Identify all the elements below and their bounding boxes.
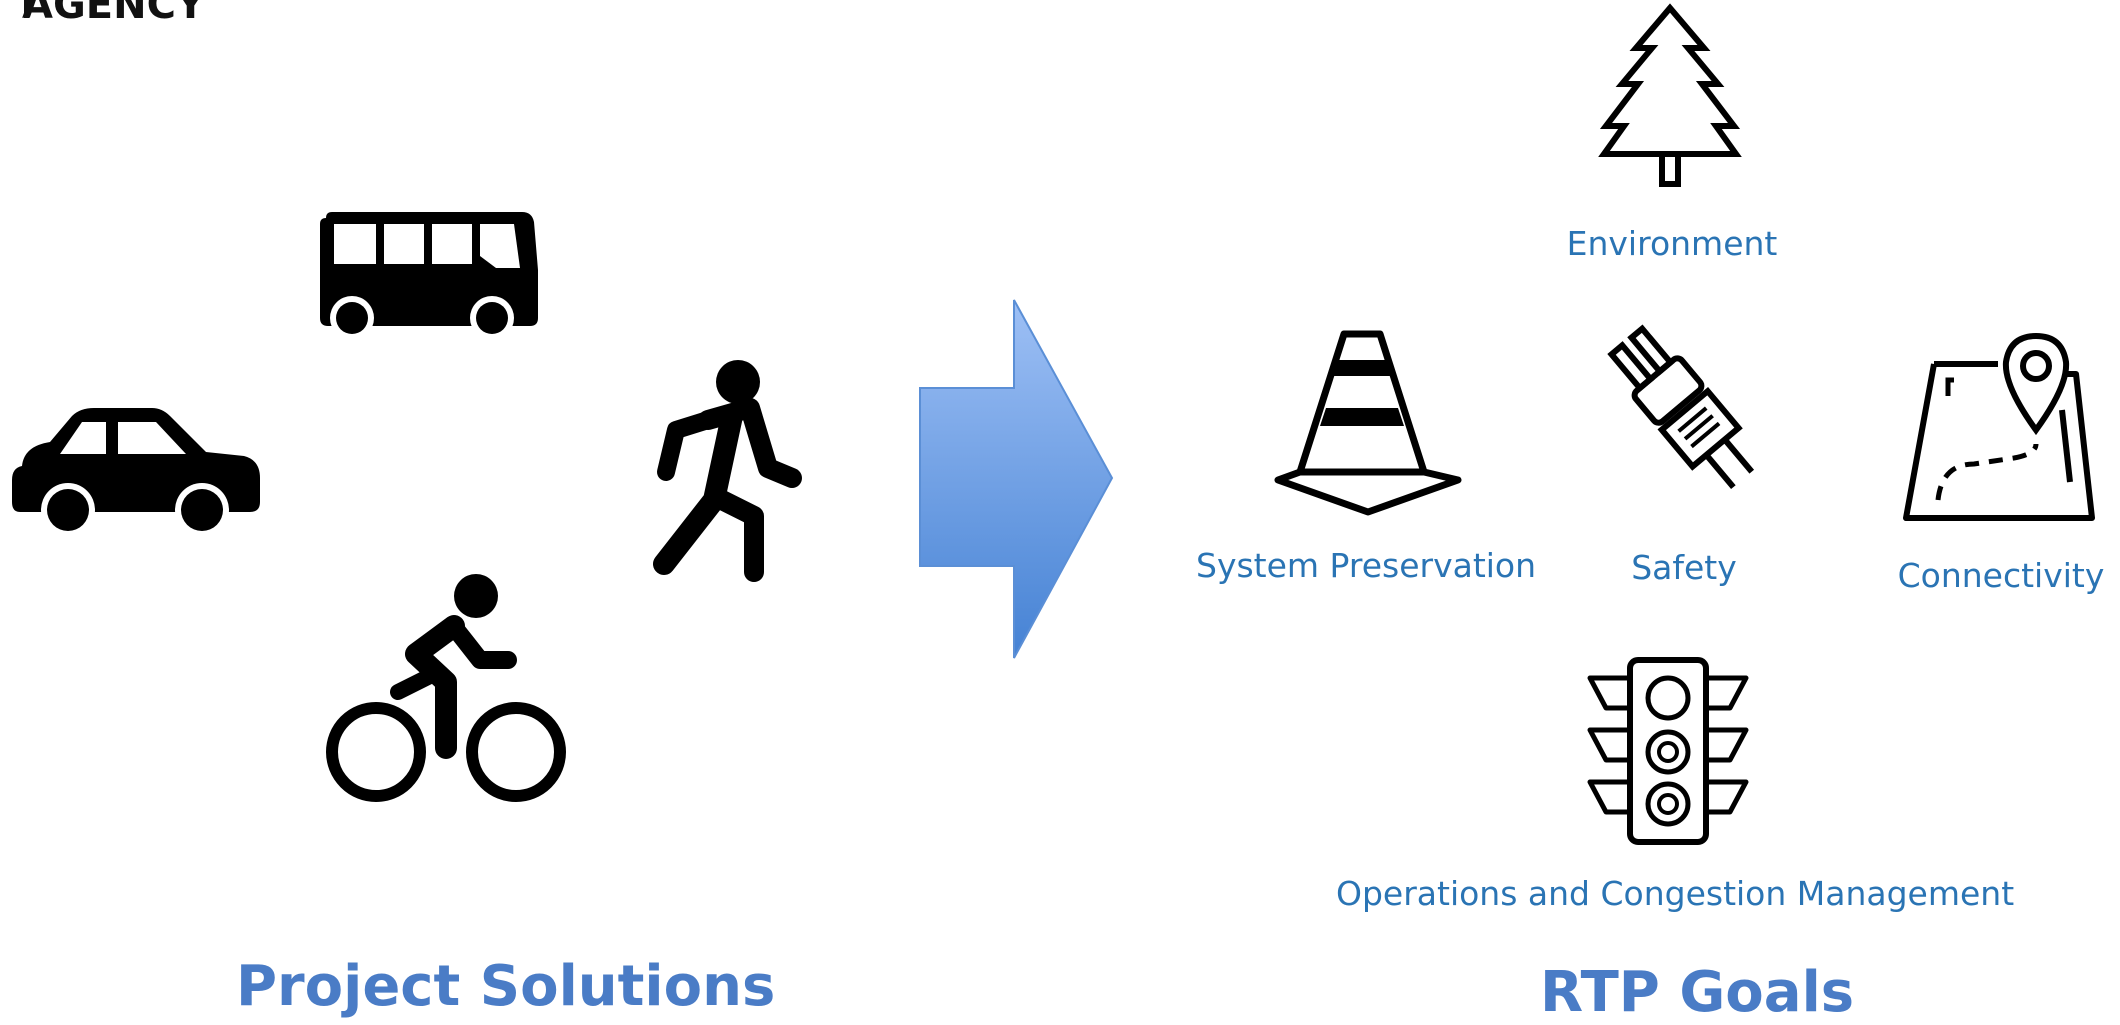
- brand-logo-text: AGENCY: [22, 0, 205, 28]
- bicycle-icon: [326, 574, 566, 802]
- right-arrow-icon: [919, 299, 1114, 659]
- rtp-goals-title: RTP Goals: [1540, 960, 1855, 1025]
- seatbelt-icon: [1607, 324, 1755, 490]
- traffic-cone-icon: [1274, 330, 1462, 516]
- pedestrian-icon: [653, 360, 802, 582]
- traffic-light-icon: [1587, 657, 1749, 845]
- goal-label-operations: Operations and Congestion Management: [1336, 874, 2015, 913]
- map-pin-icon: [1903, 332, 2095, 521]
- bus-icon: [320, 212, 538, 340]
- goal-label-safety: Safety: [1631, 548, 1737, 587]
- goal-label-connectivity: Connectivity: [1897, 556, 2105, 595]
- goal-label-system-preservation: System Preservation: [1196, 546, 1537, 585]
- car-icon: [12, 408, 260, 537]
- project-solutions-title: Project Solutions: [236, 954, 776, 1019]
- brand-divider: [24, 0, 29, 18]
- tree-icon: [1598, 3, 1742, 187]
- goal-label-environment: Environment: [1566, 224, 1778, 263]
